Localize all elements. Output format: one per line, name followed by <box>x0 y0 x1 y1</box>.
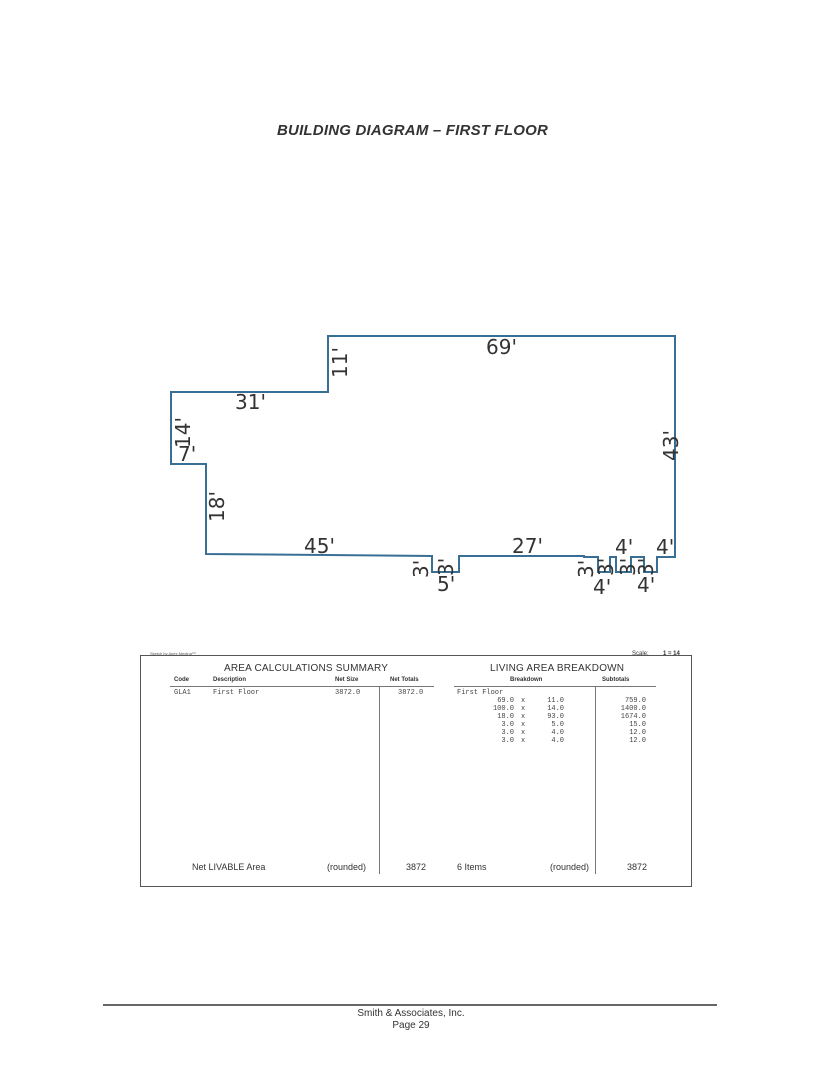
breakdown-a: 69.0 <box>497 697 514 705</box>
col-subtotals: Subtotals <box>602 677 630 683</box>
breakdown-a: 18.0 <box>497 713 514 721</box>
dim-bump3-width: 4' <box>637 573 655 597</box>
living-items-count: 6 Items <box>457 862 487 872</box>
dim-left-upper: 14' <box>171 417 195 448</box>
dim-upper-step: 11' <box>328 347 352 378</box>
dim-right: 43' <box>659 430 683 461</box>
living-group-label: First Floor <box>457 689 504 697</box>
breakdown-a: 3.0 <box>501 737 514 745</box>
breakdown-b: 5.0 <box>551 721 564 729</box>
dim-bump1-width: 5' <box>437 572 455 596</box>
breakdown-x: x <box>521 705 526 713</box>
breakdown-x: x <box>521 721 526 729</box>
breakdown-x: x <box>521 729 526 737</box>
dim-bump2-right: 3' <box>594 558 618 576</box>
dim-left-lower: 18' <box>205 491 229 522</box>
area-calc-divider <box>379 686 380 874</box>
row-net-size: 3872.0 <box>335 689 361 697</box>
col-description: Description <box>213 677 247 683</box>
breakdown-b: 4.0 <box>551 737 564 745</box>
row-code: GLA1 <box>174 689 191 697</box>
col-breakdown: Breakdown <box>510 677 543 683</box>
dim-bottom-left: 45' <box>304 534 335 558</box>
dim-bump1-right: 3' <box>434 558 458 576</box>
dim-bump3-right: 3' <box>634 558 658 576</box>
breakdown-subtotal: 12.0 <box>629 737 646 745</box>
net-livable-label: Net LIVABLE Area <box>192 862 266 872</box>
dim-bump2-width: 4' <box>593 575 611 599</box>
breakdown-x: x <box>521 713 526 721</box>
page-title: BUILDING DIAGRAM – FIRST FLOOR <box>277 122 548 139</box>
living-rounded: (rounded) <box>550 862 590 872</box>
breakdown-a: 100.0 <box>492 705 514 713</box>
footer-rule <box>103 1004 717 1006</box>
breakdown-a: 3.0 <box>501 721 514 729</box>
breakdown-subtotal: 15.0 <box>629 721 646 729</box>
breakdown-x: x <box>521 697 526 705</box>
breakdown-b: 11.0 <box>547 697 564 705</box>
scale-label: Scale: <box>632 651 649 657</box>
col-net-totals: Net Totals <box>390 677 419 683</box>
scale-value: 1 = 14 <box>663 651 680 657</box>
floor-plan-diagram: 69' 31' 11' 14' 7' 18' 43' 45' 27' 3' 3'… <box>170 335 683 599</box>
breakdown-subtotal: 12.0 <box>629 729 646 737</box>
net-livable-rounded: (rounded) <box>327 862 367 872</box>
area-summary-table <box>140 655 692 887</box>
software-credit: Sketch by Apex Medina™ <box>150 651 196 656</box>
breakdown-a: 3.0 <box>501 729 514 737</box>
row-net-total: 3872.0 <box>398 689 424 697</box>
net-livable-value: 3872 <box>406 862 427 872</box>
col-net-size: Net Size <box>335 677 359 683</box>
breakdown-x: x <box>521 737 526 745</box>
dim-left-notch: 7' <box>178 442 196 466</box>
area-calc-title: AREA CALCULATIONS SUMMARY <box>224 663 389 674</box>
dim-bump1-left: 3' <box>409 560 433 578</box>
row-description: First Floor <box>213 689 260 697</box>
footer-page-number: Page 29 <box>392 1020 430 1031</box>
living-area-title: LIVING AREA BREAKDOWN <box>490 663 625 674</box>
dim-seg-4b: 4' <box>656 535 674 559</box>
col-code: Code <box>174 677 189 683</box>
dim-upper-left: 31' <box>235 390 266 414</box>
dim-bottom-mid: 27' <box>512 534 543 558</box>
dim-bump3-left: 3' <box>616 558 640 576</box>
dim-top: 69' <box>486 335 517 359</box>
footer-company: Smith & Associates, Inc. <box>357 1008 465 1019</box>
dim-bump2-left: 3' <box>574 560 598 578</box>
breakdown-b: 4.0 <box>551 729 564 737</box>
breakdown-b: 14.0 <box>547 705 564 713</box>
living-header-rule <box>454 686 656 687</box>
breakdown-subtotal: 759.0 <box>624 697 646 705</box>
dim-seg-4a: 4' <box>615 535 633 559</box>
breakdown-b: 93.0 <box>547 713 564 721</box>
living-total-value: 3872 <box>627 862 648 872</box>
breakdown-subtotal: 1674.0 <box>620 713 646 721</box>
area-calc-header-rule <box>170 686 434 687</box>
breakdown-subtotal: 1400.0 <box>620 705 646 713</box>
building-outline <box>170 335 676 573</box>
living-divider <box>595 686 596 874</box>
